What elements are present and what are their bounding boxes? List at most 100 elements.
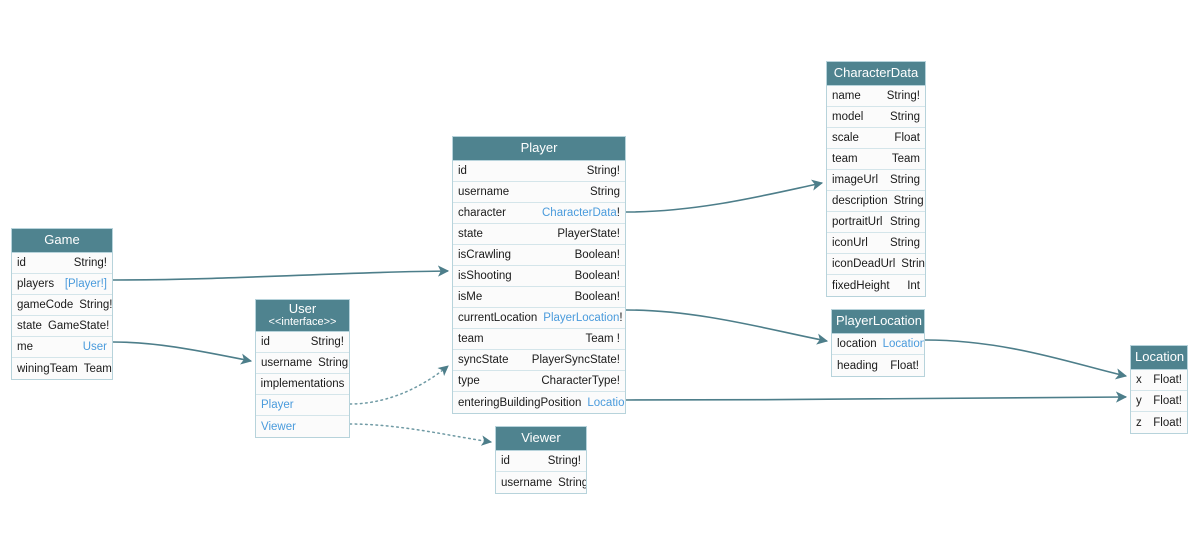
entity-title: Player (520, 140, 558, 155)
field-row[interactable]: y Float! (1131, 391, 1187, 412)
field-name: state (17, 320, 42, 332)
field-row[interactable]: model String (827, 107, 925, 128)
field-name: gameCode (17, 299, 74, 311)
field-row[interactable]: portraitUrl String (827, 212, 925, 233)
field-name: type (458, 375, 480, 387)
field-row[interactable]: heading Float! (832, 355, 924, 376)
field-row[interactable]: currentLocation PlayerLocation! (453, 308, 625, 329)
entity-stereotype: <<interface>> (268, 316, 337, 328)
field-type-link: Location (882, 338, 924, 350)
field-type: Float! (1153, 416, 1182, 429)
field-name: team (458, 333, 484, 345)
field-type: Float! (1153, 374, 1182, 386)
field-type: Team (891, 153, 920, 165)
field-row[interactable]: players[Player!] (12, 274, 112, 295)
field-type: String (893, 195, 924, 207)
entity-title: PlayerLocation (836, 313, 922, 328)
field-name: y (1136, 395, 1142, 407)
entity-title: Game (44, 232, 80, 247)
field-type-link: PlayerLocation (543, 312, 620, 324)
field-type: String! (886, 90, 920, 102)
field-type: Float (894, 132, 920, 144)
field-name: model (832, 111, 864, 123)
field-type: Location! (883, 338, 924, 350)
field-type: String (589, 186, 620, 198)
edge-playerlocation-location-to-location (924, 339, 1128, 380)
field-type: String (901, 258, 925, 270)
edge-user-implements-viewer (349, 423, 493, 446)
entity-header-player: Player (453, 137, 625, 161)
implementation-row[interactable]: Viewer (256, 416, 349, 437)
field-name: enteringBuildingPosition (458, 396, 582, 409)
field-name: character (458, 207, 506, 219)
field-type: Float! (1153, 395, 1182, 407)
field-name: heading (837, 359, 878, 372)
field-name: description (832, 195, 888, 207)
field-type: PlayerLocation! (543, 312, 622, 324)
edge-player-enteringbuildingposition-to-location (625, 391, 1128, 403)
field-type: CharacterType! (541, 375, 620, 387)
field-type: String (889, 111, 920, 123)
field-row[interactable]: type CharacterType! (453, 371, 625, 392)
field-type: Boolean! (574, 270, 620, 282)
entity-title: User (288, 301, 317, 316)
field-type: PlayerState! (557, 228, 620, 240)
field-type: String (889, 216, 920, 228)
field-name: location (837, 338, 877, 350)
entity-header-characterdata: CharacterData (827, 62, 925, 86)
field-name: iconDeadUrl (832, 258, 896, 270)
field-name: currentLocation (458, 312, 538, 324)
field-name: syncState (458, 354, 509, 366)
field-row[interactable]: iconDeadUrl String (827, 254, 925, 275)
field-name: id (501, 455, 510, 467)
entity-playerlocation[interactable]: PlayerLocation location Location! heading Fl… (831, 309, 925, 377)
field-name: x (1136, 374, 1142, 386)
field-row[interactable]: name String! (827, 86, 925, 107)
field-row[interactable]: location Location! (832, 334, 924, 355)
implementation-row[interactable]: Player (256, 395, 349, 416)
field-name: id (458, 165, 467, 177)
field-name: portraitUrl (832, 216, 883, 228)
field-name: id (261, 336, 270, 348)
field-row[interactable]: implementations (256, 374, 349, 395)
field-row[interactable]: description String (827, 191, 925, 212)
entity-title: Viewer (521, 430, 561, 445)
field-type: String (558, 476, 586, 489)
field-row[interactable]: x Float! (1131, 370, 1187, 391)
field-type-link: CharacterData (542, 207, 617, 219)
field-name: name (832, 90, 861, 102)
field-type: String (318, 357, 349, 369)
field-type: Float! (890, 359, 919, 372)
field-row[interactable]: enteringBuildingPositionLocation (453, 392, 625, 413)
